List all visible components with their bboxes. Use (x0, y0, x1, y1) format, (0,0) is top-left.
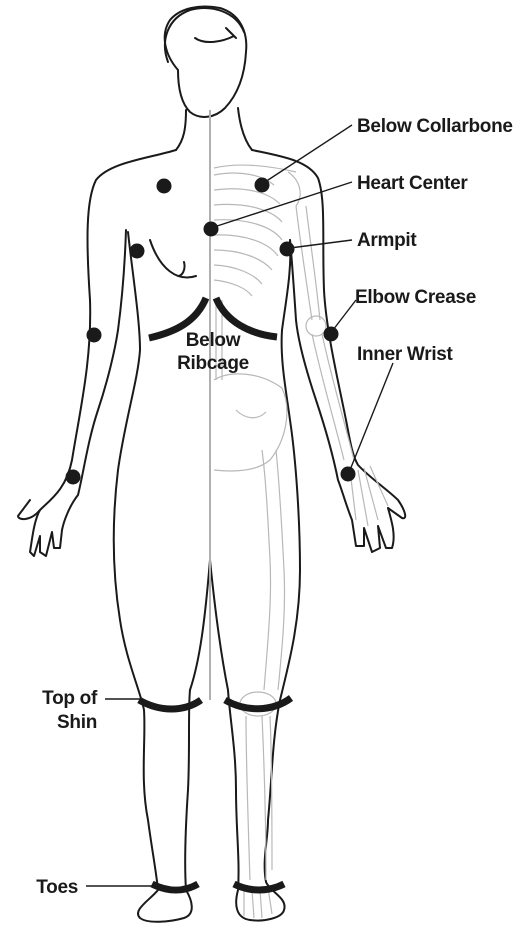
band-left-toes (152, 884, 198, 890)
point-left-armpit (130, 244, 145, 259)
pelvis (214, 374, 287, 471)
left-inner-arm (118, 230, 126, 330)
point-left-upper-chest (157, 179, 172, 194)
label-toes: Toes (36, 877, 78, 898)
band-right-toes (234, 884, 284, 890)
shin-bones (246, 716, 272, 880)
elbow-joint (306, 316, 326, 336)
body-outline (18, 7, 405, 922)
ribcage (214, 173, 282, 296)
leader-elbow-crease (333, 300, 356, 330)
chest-curve (150, 240, 196, 278)
labels: Below Collarbone Heart Center Armpit Elb… (36, 116, 512, 898)
point-right-armpit (280, 242, 295, 257)
point-right-wrist (341, 467, 356, 482)
label-inner-wrist: Inner Wrist (357, 344, 454, 365)
hair-outline (165, 8, 244, 62)
crotch-line (190, 560, 210, 690)
label-heart-center: Heart Center (357, 173, 468, 194)
label-top-of-shin-line2: Shin (57, 712, 97, 733)
label-below-ribcage-line1: Below (186, 330, 241, 351)
leader-armpit (290, 240, 352, 248)
label-below-ribcage-line2: Ribcage (177, 353, 249, 374)
point-left-wrist (66, 470, 81, 485)
label-top-of-shin-line1: Top of (42, 688, 98, 709)
leader-below-collarbone (265, 125, 352, 182)
band-left-knee (139, 700, 201, 709)
head-outline (165, 7, 247, 117)
label-elbow-crease: Elbow Crease (355, 287, 476, 308)
label-armpit: Armpit (357, 230, 417, 251)
leader-inner-wrist (350, 363, 393, 470)
point-right-elbow (324, 327, 339, 342)
humerus (296, 206, 320, 320)
label-below-collarbone: Below Collarbone (357, 116, 513, 137)
femur (262, 450, 285, 690)
point-heart-center (204, 222, 219, 237)
point-left-elbow (87, 328, 102, 343)
